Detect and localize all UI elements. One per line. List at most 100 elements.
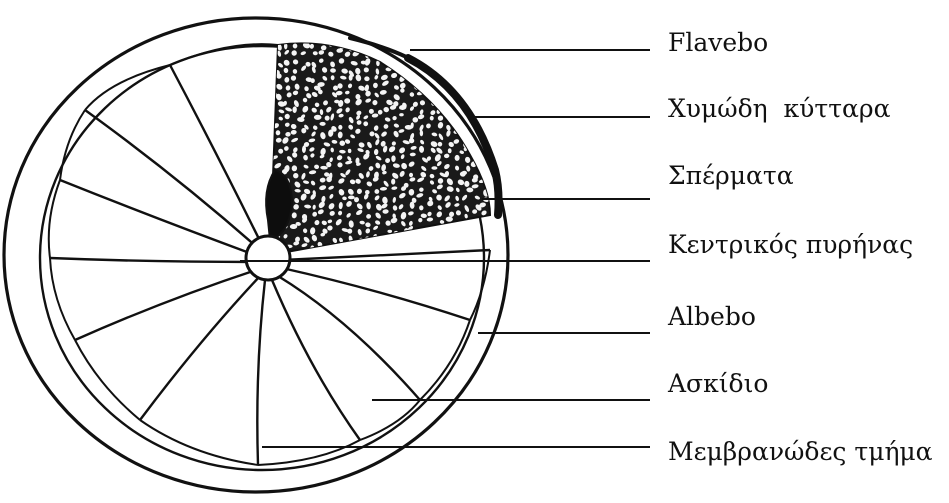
juice-vesicle	[451, 234, 459, 242]
juice-vesicle	[267, 51, 274, 58]
juice-vesicle	[413, 117, 419, 122]
juice-vesicle	[477, 60, 484, 66]
juice-vesicle	[446, 217, 453, 222]
juice-vesicle	[421, 82, 425, 89]
juice-cells-segment	[262, 40, 492, 268]
juice-vesicle	[453, 122, 459, 127]
juice-vesicle	[432, 245, 439, 251]
juice-vesicle	[436, 245, 443, 252]
juice-vesicle	[473, 89, 481, 97]
juice-vesicle	[446, 236, 454, 242]
juice-vesicle	[437, 60, 443, 66]
label-albedo: Albebo	[667, 302, 756, 331]
juice-vesicle	[482, 51, 487, 56]
juice-vesicle	[310, 251, 317, 259]
juice-vesicle	[355, 240, 362, 247]
juice-vesicle	[484, 75, 489, 81]
juice-vesicle	[266, 81, 271, 86]
juice-vesicle	[482, 172, 486, 179]
juice-vesicle	[454, 40, 462, 47]
juice-vesicle	[454, 243, 462, 252]
juice-vesicle	[356, 46, 361, 51]
juice-vesicle	[320, 250, 326, 256]
juice-vesicle	[264, 129, 269, 135]
juice-vesicle	[412, 261, 418, 266]
juice-vesicle	[411, 237, 419, 242]
juice-vesicle	[430, 91, 435, 96]
juice-vesicle	[392, 242, 400, 250]
juice-vesicle	[364, 246, 370, 252]
juice-vesicle	[455, 225, 462, 231]
juice-vesicle	[485, 43, 491, 48]
juice-vesicle	[482, 90, 489, 97]
juice-vesicle	[268, 124, 274, 130]
juice-vesicle	[483, 114, 490, 123]
juice-vesicle	[426, 228, 432, 235]
juice-vesicle	[456, 85, 462, 91]
juice-vesicle	[472, 142, 476, 149]
juice-vesicle	[464, 75, 469, 81]
juice-vesicle	[469, 226, 476, 232]
juice-vesicle	[397, 43, 405, 52]
juice-vesicle	[408, 75, 413, 80]
juice-vesicle	[447, 45, 454, 49]
juice-vesicle	[412, 43, 419, 50]
juice-vesicle	[481, 67, 488, 74]
juice-vesicle	[464, 242, 472, 248]
juice-vesicle	[481, 99, 487, 105]
juice-vesicle	[427, 52, 432, 58]
label-membranous-part: Μεμβρανώδες τμήμα	[668, 437, 933, 466]
juice-vesicle	[452, 67, 460, 76]
juice-vesicle	[447, 109, 453, 115]
juice-vesicle	[363, 257, 369, 263]
juice-vesicle	[465, 84, 471, 89]
label-flavedo: Flavebo	[668, 28, 768, 57]
juice-vesicle	[456, 75, 463, 80]
juice-vesicle	[348, 149, 352, 153]
label-segment: Ασκίδιο	[667, 369, 768, 398]
label-seeds: Σπέρματα	[668, 161, 794, 190]
juice-vesicle	[483, 59, 489, 64]
juice-vesicle	[465, 58, 470, 64]
juice-vesicle	[418, 246, 422, 251]
juice-vesicle	[448, 148, 452, 153]
juice-vesicle	[458, 60, 464, 66]
juice-vesicle	[373, 51, 379, 59]
juice-vesicle	[472, 83, 476, 89]
juice-vesicle	[382, 243, 389, 250]
juice-vesicle	[448, 117, 455, 123]
label-group: Flavebo Χυμώδη κύτταρα Σπέρματα Κεντρικό…	[667, 28, 933, 466]
juice-vesicle	[448, 52, 454, 57]
juice-vesicle	[265, 73, 271, 79]
juice-vesicle	[485, 244, 490, 247]
juice-vesicle	[431, 166, 437, 170]
juice-vesicle	[446, 227, 453, 235]
juice-vesicle	[265, 147, 272, 154]
juice-vesicle	[473, 106, 479, 113]
juice-vesicle	[314, 115, 322, 120]
juice-vesicle	[340, 245, 347, 252]
central-core	[246, 236, 290, 280]
juice-vesicle	[267, 99, 276, 108]
juice-vesicle	[439, 236, 444, 243]
juice-vesicle	[484, 227, 491, 234]
juice-vesicle	[348, 244, 355, 251]
juice-vesicle	[402, 258, 409, 266]
juice-vesicle	[420, 130, 423, 136]
juice-vesicle	[399, 235, 406, 242]
juice-vesicle	[266, 113, 275, 121]
juice-vesicle	[417, 41, 424, 46]
juice-vesicle	[461, 233, 468, 240]
juice-vesicle	[383, 54, 387, 59]
juice-vesicle	[456, 253, 463, 259]
label-juice-cells: Χυμώδη κύτταρα	[668, 94, 891, 123]
juice-vesicle	[444, 57, 451, 64]
juice-vesicle	[466, 220, 473, 224]
juice-vesicle	[370, 240, 377, 247]
juice-vesicle	[440, 67, 446, 73]
juice-vesicle	[445, 67, 452, 75]
juice-vesicle	[473, 68, 482, 77]
juice-vesicle	[391, 234, 397, 240]
